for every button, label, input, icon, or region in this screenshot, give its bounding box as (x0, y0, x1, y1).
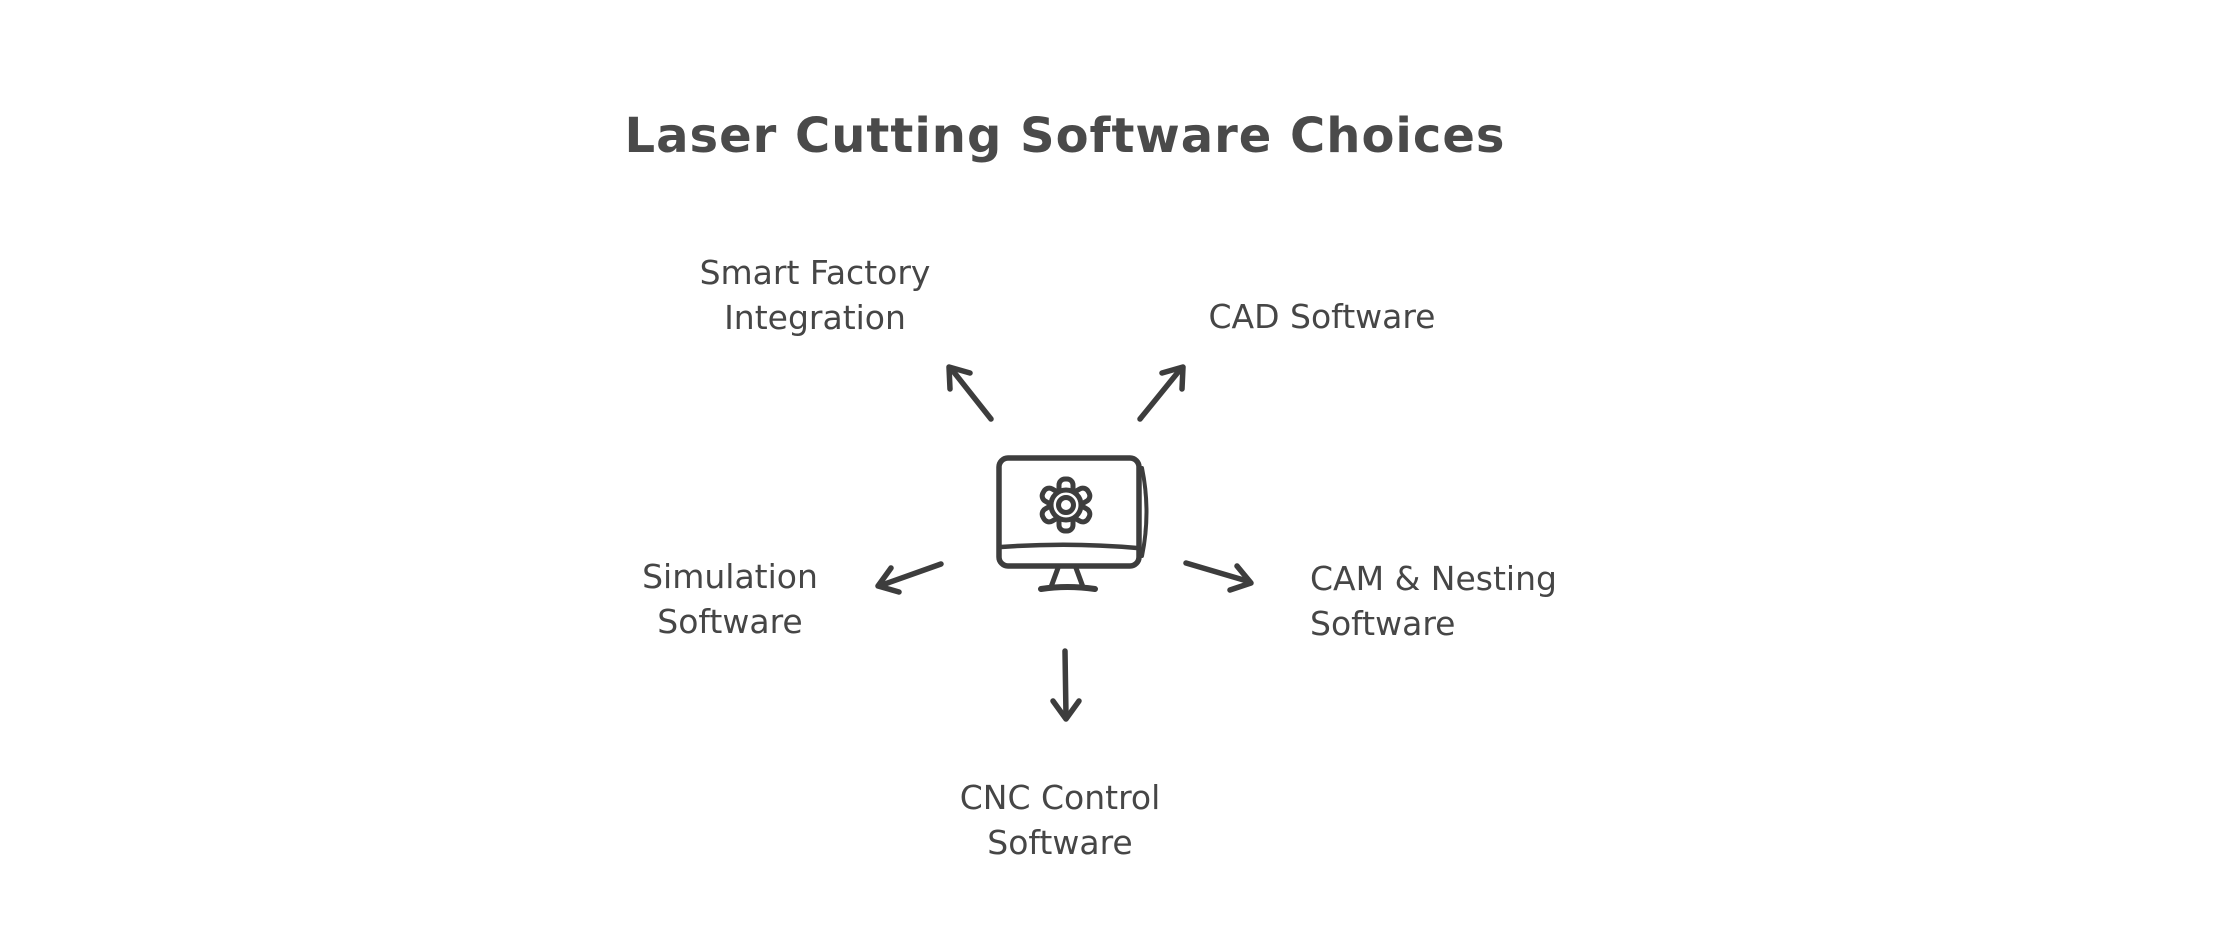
monitor-screen-divider (998, 542, 1140, 551)
node-label-simulation-software: Simulation Software (642, 557, 818, 641)
gear-hole (1056, 495, 1076, 515)
diagram-title: Laser Cutting Software Choices (624, 108, 1506, 164)
arrow-cam-nesting-software (1183, 560, 1254, 593)
node-label-cnc-control-software: CNC Control Software (959, 778, 1161, 862)
arrow-simulation-software (875, 561, 944, 595)
node-label-smart-factory-integration: Smart Factory Integration (699, 253, 931, 337)
node-label-cad-software: CAD Software (1208, 297, 1436, 336)
arrow-cad-software (1137, 364, 1186, 422)
node-label-cam-nesting-software: CAM & Nesting Software (1310, 559, 1557, 643)
computer-gear-icon (996, 455, 1149, 592)
arrow-smart-factory-integration (946, 364, 994, 422)
gear-icon (1039, 476, 1093, 534)
monitor-stand (1038, 565, 1098, 592)
monitor-sketch-stroke (1140, 466, 1149, 558)
arrow-cnc-control-software (1050, 648, 1082, 722)
